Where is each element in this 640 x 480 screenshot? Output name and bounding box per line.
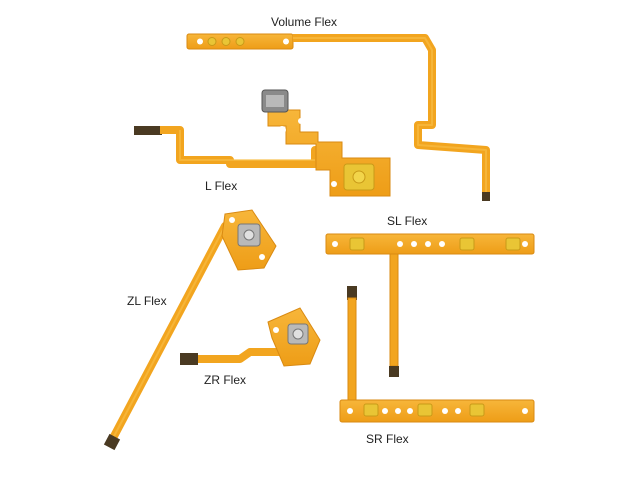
volume-flex-cable — [186, 33, 490, 201]
sr-flex-cable — [339, 286, 535, 423]
l-flex-label: L Flex — [205, 179, 238, 193]
zr-flex-cable — [180, 307, 321, 367]
sl-flex-label: SL Flex — [387, 214, 428, 228]
sl-flex-cable — [325, 233, 535, 377]
l-flex-cable — [134, 89, 391, 197]
volume-flex-label: Volume Flex — [271, 15, 338, 29]
zl-flex-cable — [103, 209, 277, 451]
zr-flex-label: ZR Flex — [204, 373, 246, 387]
sr-flex-label: SR Flex — [366, 432, 409, 446]
zl-flex-label: ZL Flex — [127, 294, 167, 308]
